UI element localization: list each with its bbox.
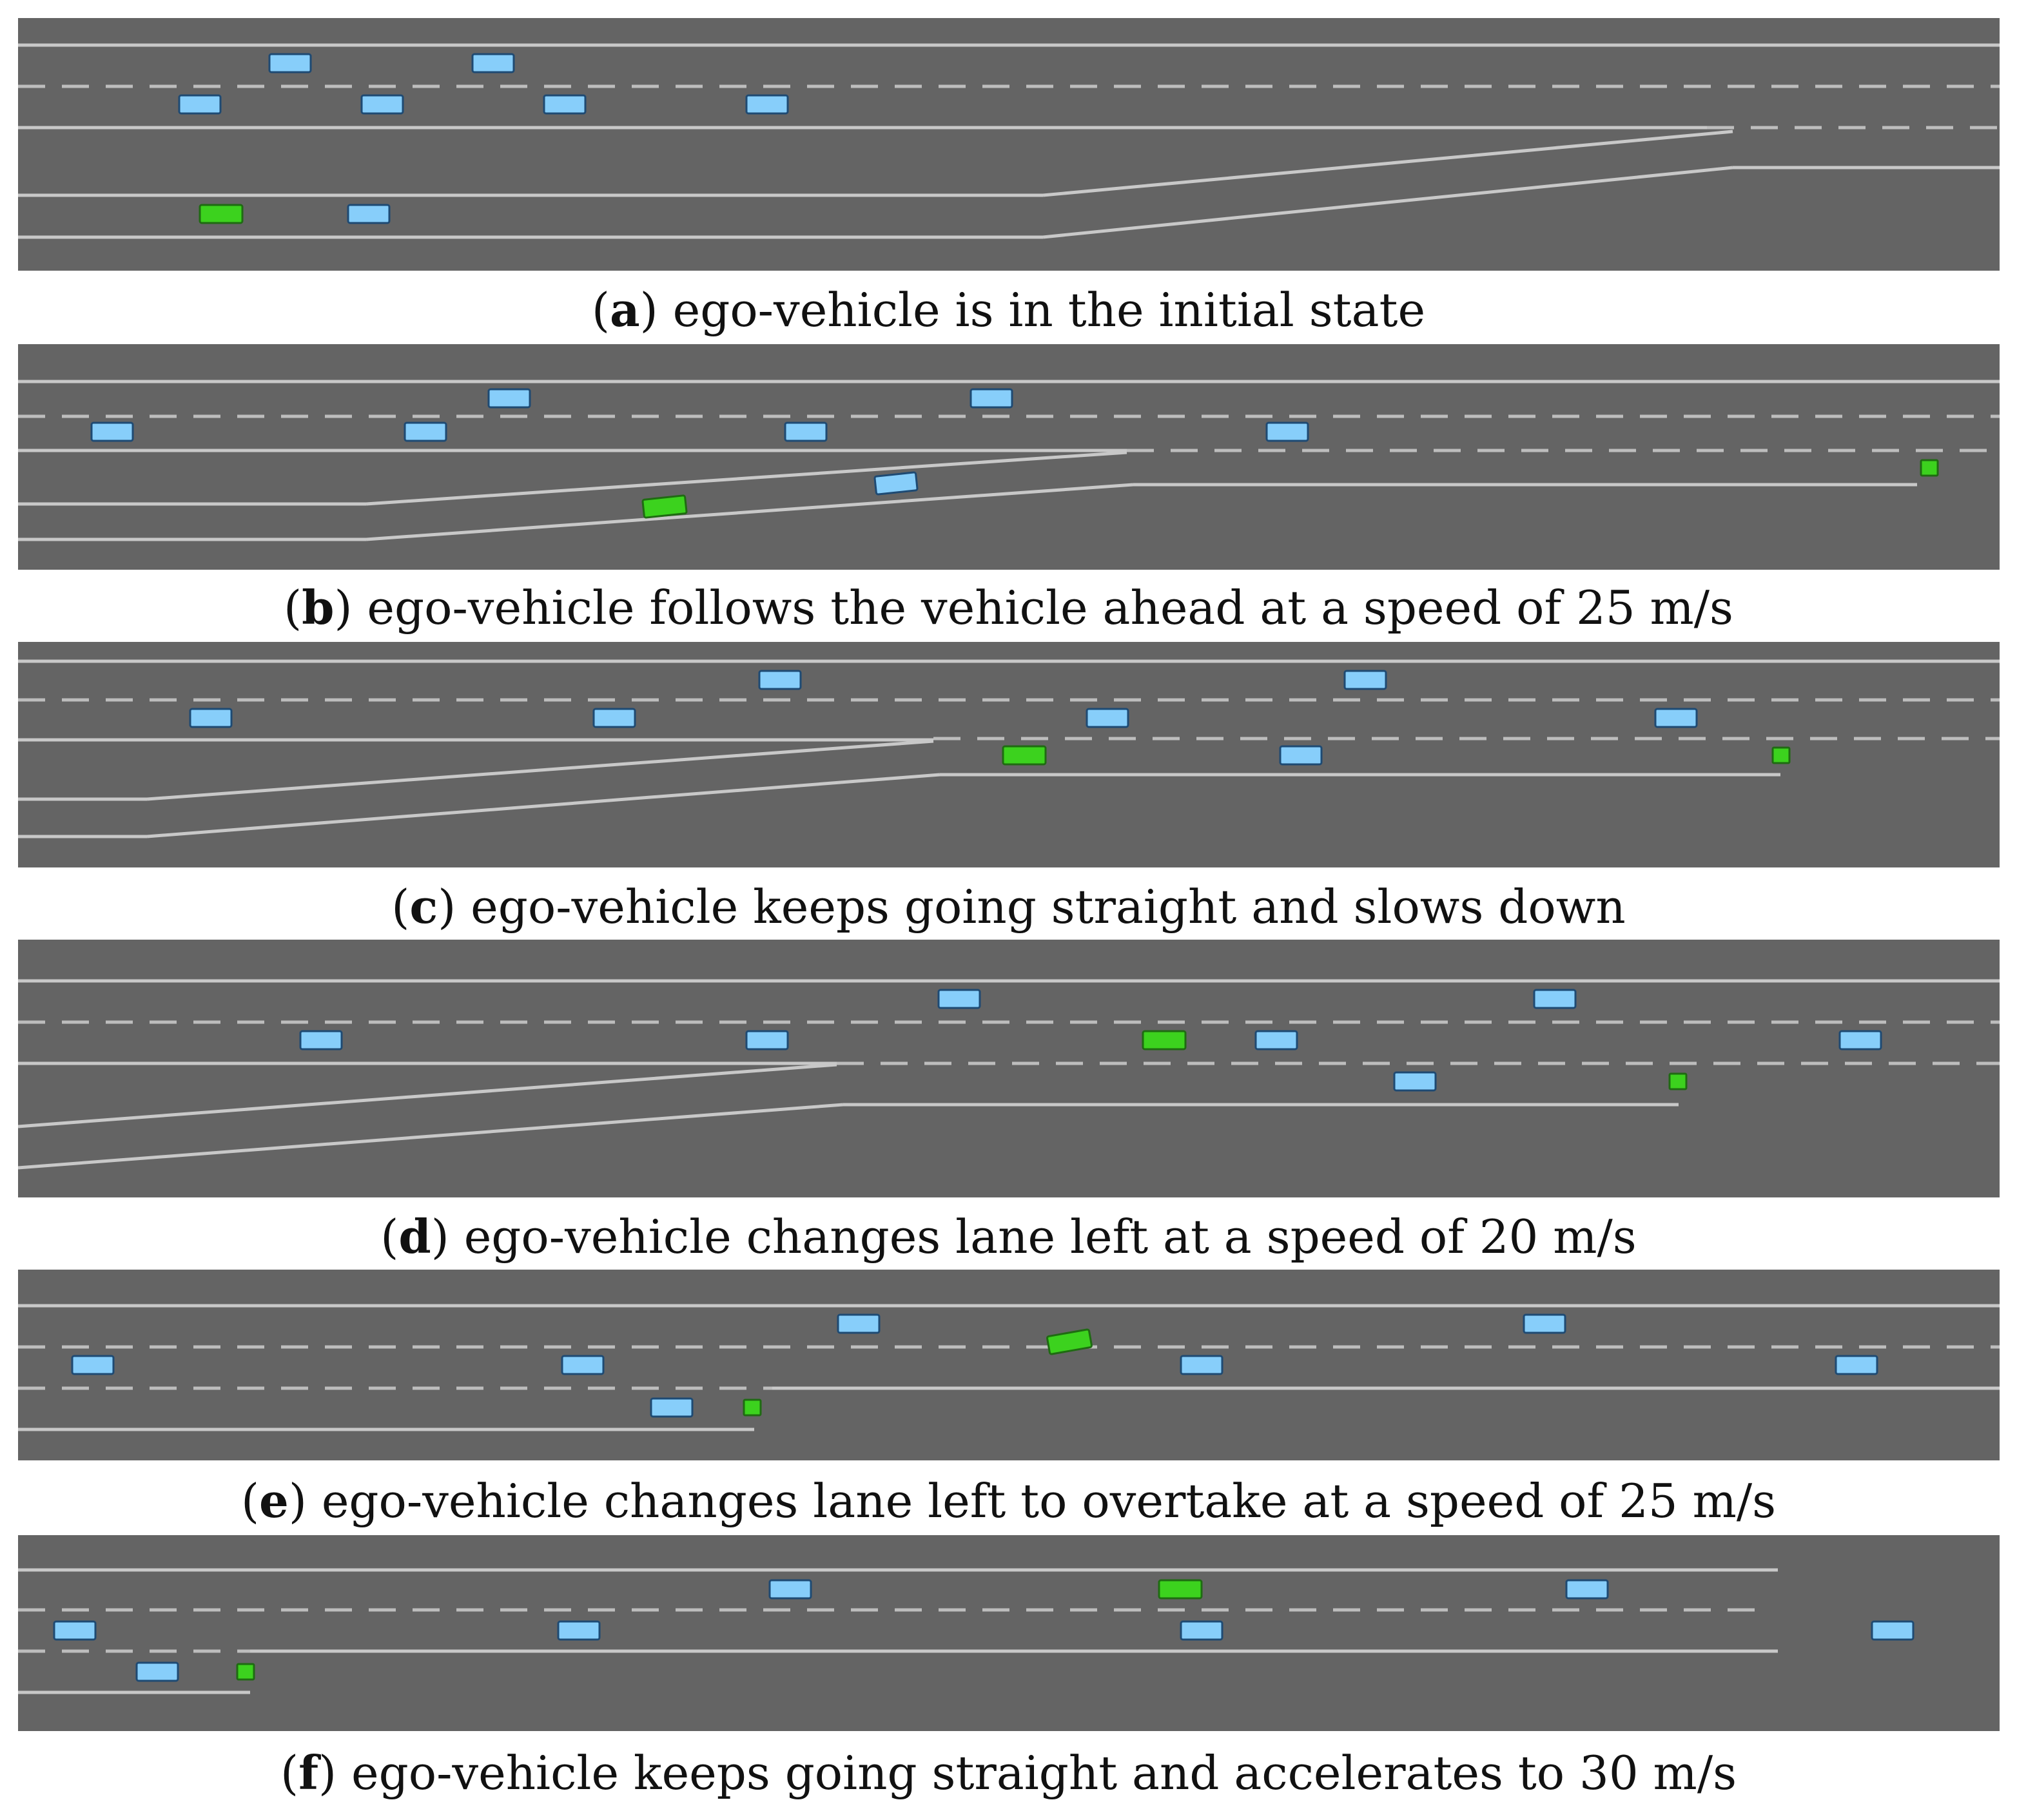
other-vehicle [1523,1313,1566,1334]
other-vehicle [758,670,802,690]
other-vehicle [71,1355,115,1375]
road-scene-f [18,1568,1915,1694]
road-scene-b [18,380,2000,541]
other-vehicle [1343,670,1387,690]
other-vehicle [299,1030,343,1050]
other-vehicle [592,708,636,728]
panel-caption-c: (c) ego-vehicle keeps going straight and… [391,879,1626,934]
lane-end-marker [743,1399,762,1417]
other-vehicle [1565,1579,1609,1600]
road-scene-c [18,659,2000,838]
ego-vehicle [1002,745,1047,766]
simulation-panel-f [18,1535,2000,1731]
lane-end-marker [1920,459,1939,477]
other-vehicle [1533,989,1577,1009]
other-vehicle [1654,708,1698,728]
other-vehicle [784,421,828,442]
other-vehicle [561,1355,605,1375]
panel-caption-a: (a) ego-vehicle is in the initial state [591,282,1426,337]
other-vehicle [90,421,134,442]
other-vehicle [1180,1620,1223,1641]
other-vehicle [1180,1355,1223,1375]
other-vehicle [745,94,789,115]
other-vehicle [1254,1030,1298,1050]
ego-vehicle [1142,1030,1187,1050]
panel-caption-b: (b) ego-vehicle follows the vehicle ahea… [284,580,1733,635]
ramp-taper-edge [1042,166,1733,239]
ramp-taper-line [1042,130,1733,197]
ego-vehicle [1046,1328,1093,1355]
ramp-taper-edge [365,483,1134,541]
lane-end-marker [1668,1072,1688,1090]
other-vehicle [745,1030,789,1050]
ramp-taper-line [146,739,934,801]
other-vehicle [1393,1071,1437,1092]
other-vehicle [1835,1355,1878,1375]
other-vehicle [471,53,515,73]
other-vehicle [937,989,981,1009]
other-vehicle [650,1397,694,1418]
simulation-panel-a [18,18,2000,271]
ego-vehicle [641,494,688,519]
simulation-panel-d [18,940,2000,1197]
other-vehicle [360,94,404,115]
lane-end-marker [236,1663,255,1681]
other-vehicle [53,1620,97,1641]
simulation-panel-c [18,642,2000,867]
ego-vehicle [1158,1579,1203,1600]
other-vehicle [404,421,447,442]
panel-caption-f: (f) ego-vehicle keeps going straight and… [280,1745,1737,1800]
other-vehicle [1265,421,1309,442]
ramp-taper-edge [146,773,940,838]
ramp-taper-line [18,1063,837,1128]
other-vehicle [268,53,312,73]
road-scene-e [18,1304,2000,1431]
panel-caption-e: (e) ego-vehicle changes lane left to ove… [240,1473,1777,1528]
ramp-taper-edge [18,1103,844,1170]
other-vehicle [970,388,1013,409]
simulation-panel-b [18,344,2000,570]
other-vehicle [557,1620,601,1641]
ramp-taper-line [365,450,1127,506]
other-vehicle [178,94,222,115]
other-vehicle [873,471,919,496]
lane-end-marker [1771,746,1791,764]
other-vehicle [347,204,391,224]
road-scene-d [18,979,2000,1170]
other-vehicle [1838,1030,1882,1050]
other-vehicle [135,1661,179,1682]
other-vehicle [1086,708,1129,728]
simulation-panel-e [18,1270,2000,1460]
other-vehicle [768,1579,812,1600]
other-vehicle [1279,745,1323,766]
other-vehicle [1871,1620,1915,1641]
other-vehicle [543,94,587,115]
road-scene-a [18,43,2000,239]
other-vehicle [837,1313,881,1334]
ego-vehicle [199,204,244,224]
panel-caption-d: (d) ego-vehicle changes lane left at a s… [380,1209,1637,1264]
other-vehicle [189,708,233,728]
other-vehicle [487,388,531,409]
